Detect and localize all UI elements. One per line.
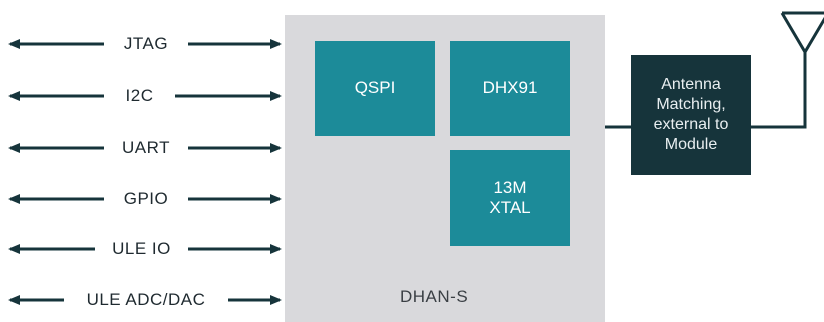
interface-label-i2c: I2C bbox=[125, 86, 154, 105]
antenna-matching-box bbox=[631, 55, 751, 175]
interface-arrows bbox=[8, 39, 282, 305]
antenna-icon bbox=[780, 11, 824, 55]
interface-label-gpio: GPIO bbox=[123, 189, 169, 208]
antenna-feed-line bbox=[751, 50, 807, 129]
antenna-matching-line4: Module bbox=[664, 136, 718, 153]
xtal-label: 13M XTAL bbox=[450, 150, 570, 246]
dhx91-label: DHX91 bbox=[482, 78, 538, 98]
interface-label-ule-adc-dac: ULE ADC/DAC bbox=[86, 290, 206, 309]
qspi-label: QSPI bbox=[354, 78, 396, 98]
interface-label-uart: UART bbox=[122, 138, 170, 157]
qspi-block bbox=[315, 41, 435, 136]
dhx91-block bbox=[450, 41, 570, 136]
antenna-matching-line1: Antenna bbox=[661, 76, 721, 93]
xtal-label-line1: 13M bbox=[493, 177, 527, 197]
antenna-matching-line3: external to bbox=[653, 116, 729, 133]
module-label: DHAN-S bbox=[400, 287, 469, 306]
antenna-matching-label: Antenna Matching, external to Module bbox=[631, 55, 751, 175]
interface-label-ule-io: ULE IO bbox=[112, 239, 171, 258]
xtal-label-line2: XTAL bbox=[489, 198, 531, 217]
antenna-matching-line2: Matching, bbox=[656, 96, 726, 113]
xtal-block bbox=[450, 150, 570, 246]
interface-label-jtag: JTAG bbox=[123, 34, 169, 53]
